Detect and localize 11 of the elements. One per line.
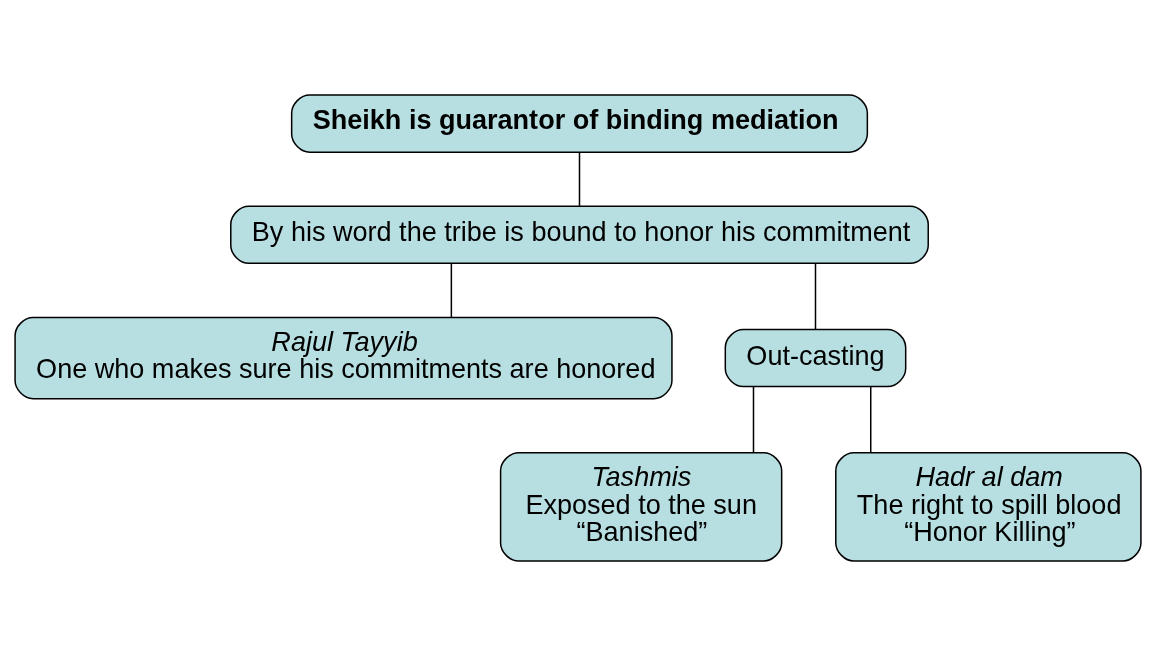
connector	[814, 262, 817, 330]
node-box: By his word the tribe is bound to honor his commitment	[230, 205, 929, 264]
connector	[752, 385, 755, 453]
connector	[578, 150, 581, 207]
node-box: Hadr al dam The right to spill blood “Honor Killing”	[835, 451, 1142, 562]
node-box: Tashmis Exposed to the sun “Banished”	[499, 451, 783, 562]
connector	[870, 385, 872, 453]
node-box: Out-casting	[724, 328, 907, 387]
node-box: Rajul Tayyib One who makes sure his commitments are honored	[14, 316, 673, 399]
node-box: Sheikh is guarantor of binding mediation	[290, 93, 869, 153]
connector	[450, 262, 453, 318]
